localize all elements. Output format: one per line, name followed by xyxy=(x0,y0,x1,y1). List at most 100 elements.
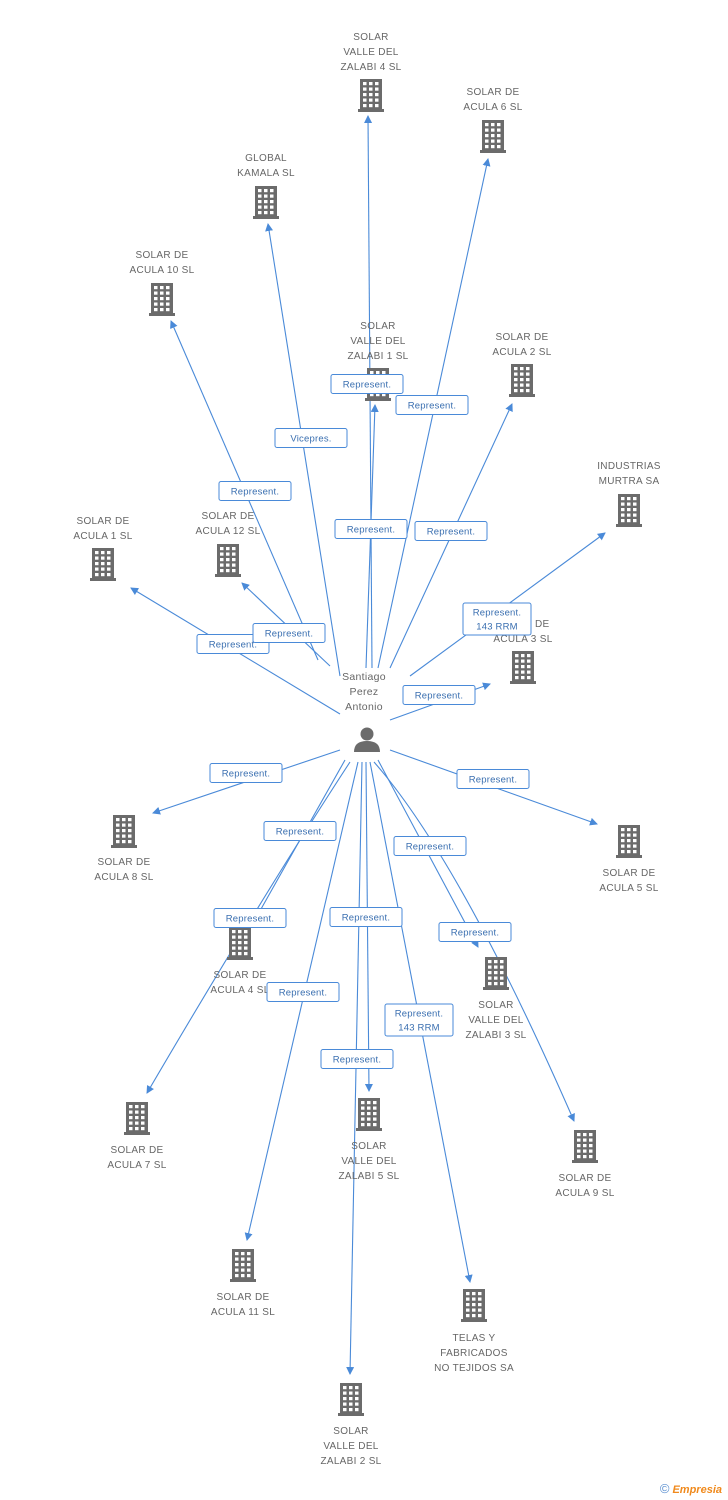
edge-label-solar-de-acula-10[interactable]: Represent. xyxy=(218,481,292,501)
company-name-line: SOLAR xyxy=(360,321,395,332)
edge-label-solar-de-acula-11[interactable]: Represent. xyxy=(266,982,340,1002)
edge-label-solar-valle-del-zalabi-5[interactable]: Represent. xyxy=(329,907,403,927)
company-name-line: SOLAR DE xyxy=(467,87,520,98)
edge-label-text: Represent. xyxy=(231,487,279,498)
company-name-line: ACULA 11 SL xyxy=(211,1307,275,1318)
company-name-line: ACULA 3 SL xyxy=(493,634,552,645)
company-name-line: ACULA 6 SL xyxy=(463,102,522,113)
building-icon xyxy=(111,815,137,848)
edge-label-text: Represent. xyxy=(209,640,257,651)
company-name-line: ACULA 4 SL xyxy=(210,985,269,996)
edge-label-text: Represent. xyxy=(473,608,521,619)
edge-label-telas-y-fabricados[interactable]: Represent.143 RRM xyxy=(384,1003,454,1037)
company-name-line: ZALABI 5 SL xyxy=(338,1171,399,1182)
edge-label-industrias-murtra[interactable]: Represent. 143 RRM xyxy=(462,602,532,636)
company-name-line: ZALABI 3 SL xyxy=(465,1030,526,1041)
edge-label-solar-de-acula-2[interactable]: Represent. xyxy=(414,521,488,541)
edge-solar-de-acula-9 xyxy=(373,761,575,1122)
edge-label-text: Represent. xyxy=(406,842,454,853)
company-name-line: INDUSTRIAS xyxy=(597,461,661,472)
company-node-industrias-murtra[interactable]: INDUSTRIAS MURTRA SA xyxy=(597,461,661,527)
building-icon xyxy=(483,957,509,990)
building-icon xyxy=(509,364,535,397)
edge-label-solar-de-acula-12[interactable]: Represent. xyxy=(252,623,326,643)
edge-label-text: Represent. xyxy=(347,525,395,536)
edge-label-solar-de-acula-3[interactable]: Represent. xyxy=(402,685,476,705)
company-name-line: ACULA 9 SL xyxy=(555,1188,614,1199)
edge-label-solar-valle-del-zalabi-1[interactable]: Represent. xyxy=(334,519,408,539)
edge-label-solar-valle-del-zalabi-3[interactable]: Represent. xyxy=(393,836,467,856)
edge-label-text: Represent. xyxy=(427,527,475,538)
edge-label-text: Represent. xyxy=(415,691,463,702)
company-name-line: MURTRA SA xyxy=(599,476,660,487)
building-icon xyxy=(338,1383,364,1416)
edge-label-text: Represent. xyxy=(333,1055,381,1066)
company-name-line: NO TEJIDOS SA xyxy=(434,1363,514,1374)
edge-label-text: 143 RRM xyxy=(476,622,518,633)
edge-global-kamala xyxy=(265,223,341,677)
building-icon xyxy=(230,1249,256,1282)
company-name-line: SOLAR DE xyxy=(559,1173,612,1184)
building-icon xyxy=(358,79,384,112)
edge-label-solar-valle-del-zalabi-2[interactable]: Represent. xyxy=(320,1049,394,1069)
edge-label-solar-de-acula-8[interactable]: Represent. xyxy=(209,763,283,783)
edge-labels-layer: Represent.Represent.Vicepres.Represent.R… xyxy=(196,374,532,1069)
company-name-line: VALLE DEL xyxy=(350,336,405,347)
company-name-line: SOLAR DE xyxy=(136,250,189,261)
company-name-line: SOLAR DE xyxy=(603,868,656,879)
edge-label-global-kamala[interactable]: Vicepres. xyxy=(274,428,348,448)
company-name-line: ZALABI 2 SL xyxy=(320,1456,381,1467)
edge-label-solar-de-acula-5[interactable]: Represent. xyxy=(456,769,530,789)
company-name-line: SOLAR DE xyxy=(98,857,151,868)
company-name-line: ZALABI 1 SL xyxy=(347,351,408,362)
company-name-line: FABRICADOS xyxy=(440,1348,507,1359)
company-name-line: SOLAR xyxy=(333,1426,368,1437)
edge-label-text: Represent. xyxy=(342,913,390,924)
edge-label-solar-de-acula-7[interactable]: Represent. xyxy=(213,908,287,928)
edge-label-solar-valle-del-zalabi-4[interactable]: Represent. xyxy=(330,374,404,394)
building-icon xyxy=(215,544,241,577)
person-name-line: Santiago xyxy=(342,671,386,683)
company-name-line: ACULA 7 SL xyxy=(107,1160,166,1171)
building-icon xyxy=(227,927,253,960)
edge-label-text: Represent. xyxy=(451,928,499,939)
edge-label-text: Represent. xyxy=(395,1009,443,1020)
edge-label-solar-de-acula-9[interactable]: Represent. xyxy=(438,922,512,942)
company-name-line: VALLE DEL xyxy=(341,1156,396,1167)
company-name-line: ACULA 12 SL xyxy=(195,526,260,537)
building-icon xyxy=(149,283,175,316)
company-node-solar-de-acula-12[interactable]: SOLAR DE ACULA 12 SL xyxy=(195,511,260,577)
company-node-solar-de-acula-9[interactable]: SOLAR DE ACULA 9 SL xyxy=(555,1130,614,1199)
company-node-solar-de-acula-10[interactable]: SOLAR DE ACULA 10 SL xyxy=(129,250,194,316)
edge-label-solar-de-acula-6[interactable]: Represent. xyxy=(395,395,469,415)
company-name-line: SOLAR DE xyxy=(202,511,255,522)
brand-logo[interactable]: Empresia xyxy=(672,1484,722,1496)
company-name-line: SOLAR DE xyxy=(214,970,267,981)
edge-label-solar-de-acula-1[interactable]: Represent. xyxy=(196,634,270,654)
company-name-line: ACULA 10 SL xyxy=(129,265,194,276)
edge-label-text: Represent. xyxy=(276,827,324,838)
company-node-solar-de-acula-6[interactable]: SOLAR DE ACULA 6 SL xyxy=(463,87,522,153)
company-node-solar-de-acula-8[interactable]: SOLAR DE ACULA 8 SL xyxy=(94,815,153,883)
copyright-symbol: © xyxy=(659,1481,670,1496)
building-icon xyxy=(616,494,642,527)
company-name-line: KAMALA SL xyxy=(237,168,295,179)
edge-label-text: Represent. xyxy=(222,769,270,780)
edge-label-solar-de-acula-4[interactable]: Represent. xyxy=(263,821,337,841)
company-node-solar-de-acula-4[interactable]: SOLAR DE ACULA 4 SL xyxy=(210,927,269,996)
edge-label-text: Vicepres. xyxy=(290,434,331,445)
company-name-line: ACULA 8 SL xyxy=(94,872,153,883)
